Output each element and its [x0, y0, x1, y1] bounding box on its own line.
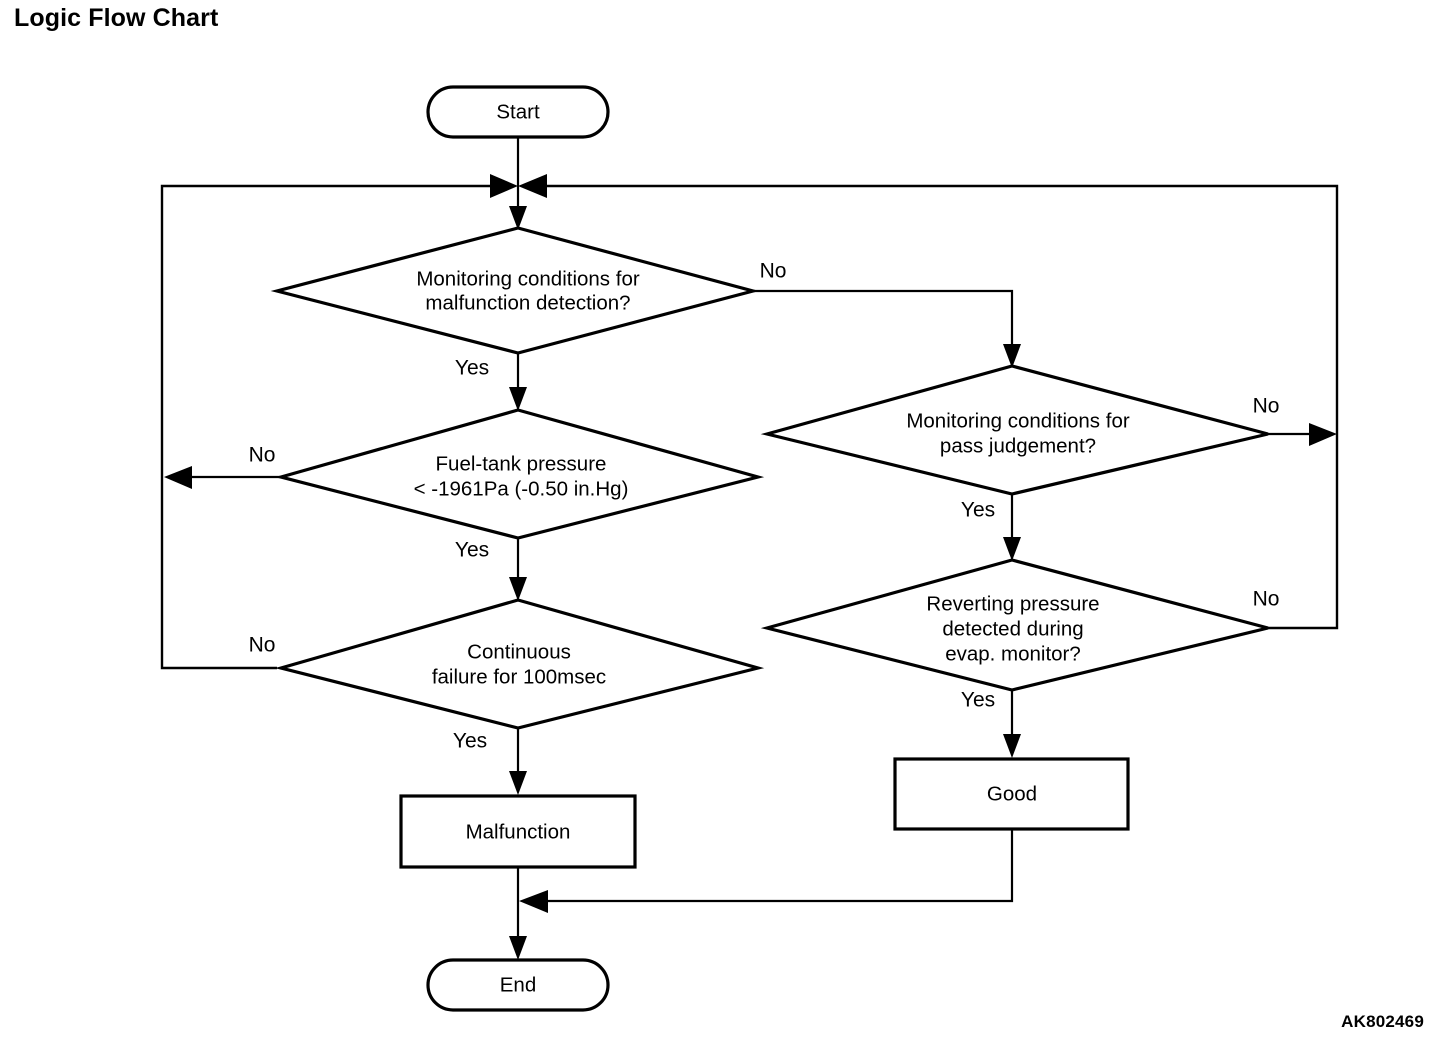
decision-pass-judgement-line2: pass judgement?	[940, 434, 1096, 457]
edge-good-arrowhead-icon	[1003, 734, 1021, 758]
branch-label-d3-yes: Yes	[453, 730, 487, 753]
page-title: Logic Flow Chart	[14, 4, 219, 32]
malfunction-label: Malfunction	[466, 820, 571, 843]
edge-d2-no-arrowhead-icon	[164, 466, 192, 489]
end-terminator[interactable]	[426, 958, 610, 1012]
edge-d2-arrowhead-icon	[509, 387, 527, 411]
branch-label-d2-yes: Yes	[455, 539, 489, 562]
start-label: Start	[496, 100, 540, 123]
decision-continuous-failure-line2: failure for 100msec	[432, 665, 606, 688]
branch-label-d5-yes: Yes	[961, 689, 995, 712]
edge-d1-arrowhead-icon	[509, 206, 527, 230]
branch-label-d2-no: No	[249, 444, 276, 467]
branch-label-d1-yes: Yes	[455, 357, 489, 380]
decision-reverting-pressure-line2: detected during	[942, 617, 1083, 640]
decision-pass-judgement-line1: Monitoring conditions for	[906, 409, 1130, 432]
decision-continuous-failure-line1: Continuous	[467, 640, 571, 663]
decision-monitoring-malfunction-line1: Monitoring conditions for	[416, 267, 640, 290]
decision-fuel-tank-pressure-line2: < -1961Pa (-0.50 in.Hg)	[414, 477, 629, 500]
branch-label-d4-yes: Yes	[961, 499, 995, 522]
end-label: End	[500, 973, 536, 996]
decision-monitoring-malfunction-line2: malfunction detection?	[425, 291, 630, 314]
edge-d1-no-to-d4	[753, 289, 1014, 358]
good-label: Good	[987, 782, 1037, 805]
edge-d4-no-arrowhead-icon	[1309, 423, 1337, 446]
loop-back-left-path	[160, 184, 508, 670]
decision-continuous-failure[interactable]	[274, 598, 765, 730]
edge-d3-arrowhead-icon	[509, 577, 527, 601]
edge-end-arrowhead-icon	[509, 936, 527, 960]
edge-good-to-end	[545, 829, 1014, 903]
loop-left-arrowhead-icon	[490, 174, 518, 198]
edge-good-merge-arrowhead-icon	[519, 890, 548, 913]
loop-back-right-path	[529, 184, 1339, 630]
decision-fuel-tank-pressure-line1: Fuel-tank pressure	[436, 452, 607, 475]
decision-reverting-pressure-line3: evap. monitor?	[945, 642, 1081, 665]
branch-label-d4-no: No	[1253, 395, 1280, 418]
loop-right-arrowhead-icon	[518, 174, 547, 198]
edge-d4-arrowhead-icon	[1003, 344, 1021, 368]
edge-malfunction-arrowhead-icon	[509, 771, 527, 795]
branch-label-d1-no: No	[760, 260, 787, 283]
branch-label-d5-no: No	[1253, 588, 1280, 611]
reference-code: AK802469	[1341, 1012, 1424, 1031]
edge-d5-arrowhead-icon	[1003, 537, 1021, 561]
branch-label-d3-no: No	[249, 634, 276, 657]
decision-reverting-pressure-line1: Reverting pressure	[926, 592, 1099, 615]
